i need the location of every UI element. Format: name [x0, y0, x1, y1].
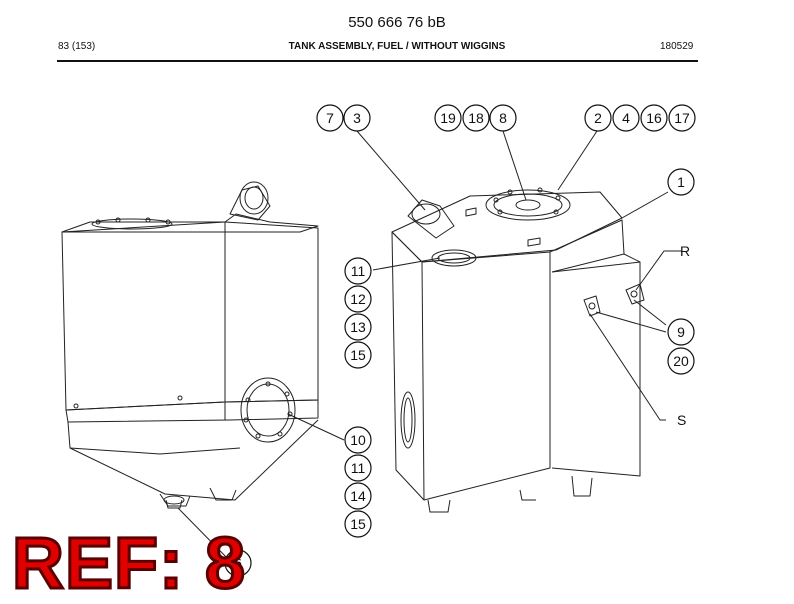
ref-stamp: REF: 8: [10, 524, 247, 604]
callout-12-label: 12: [350, 291, 366, 307]
callout-17-label: 17: [674, 110, 690, 126]
callout-19: [434, 104, 462, 132]
callout-8: [489, 104, 517, 132]
callout-11-lower-label: 11: [351, 460, 366, 476]
callout-3-label: 3: [353, 110, 361, 126]
callout-1-label: 1: [677, 174, 685, 190]
callout-17: [668, 104, 696, 132]
callout-3: [343, 104, 371, 132]
callout-19-label: 19: [440, 110, 456, 126]
callout-4: [612, 104, 640, 132]
callout-10-label: 10: [350, 432, 366, 448]
date-code: 180529: [660, 41, 694, 52]
right-tank-drawing: [391, 187, 645, 513]
leader-lines: [177, 130, 682, 564]
letter-r-label: R: [680, 243, 690, 259]
callout-4-label: 4: [622, 110, 630, 126]
page-number: 83 (153): [58, 41, 96, 52]
callout-13: [344, 313, 372, 341]
callout-14-label: 14: [350, 488, 366, 504]
callout-7: [316, 104, 344, 132]
callout-6: [224, 549, 252, 577]
callout-13-label: 13: [350, 319, 366, 335]
document-number: 550 666 76 bB: [348, 14, 446, 31]
callout-20-label: 20: [673, 353, 689, 369]
callout-9-label: 9: [677, 324, 685, 340]
callout-11-upper: [344, 257, 372, 285]
left-tank-drawing: [61, 181, 319, 509]
callout-9: [667, 318, 695, 346]
callout-15-upper: [344, 341, 372, 369]
callout-12: [344, 285, 372, 313]
callout-2-label: 2: [594, 110, 602, 126]
callout-20: [667, 347, 695, 375]
callout-7-label: 7: [326, 110, 334, 126]
callout-16-label: 16: [646, 110, 662, 126]
callout-15-lower-label: 15: [350, 516, 366, 532]
header-divider: [57, 60, 698, 62]
callout-11-upper-label: 11: [351, 263, 366, 279]
callout-16: [640, 104, 668, 132]
page-title: TANK ASSEMBLY, FUEL / WITHOUT WIGGINS: [288, 41, 506, 52]
callout-15-upper-label: 15: [350, 347, 366, 363]
callout-11-lower: [344, 454, 372, 482]
callout-15-lower: [344, 510, 372, 538]
letter-s-label: S: [677, 412, 686, 428]
callout-8-label: 8: [499, 110, 507, 126]
callout-14: [344, 482, 372, 510]
callout-2: [584, 104, 612, 132]
callout-18: [462, 104, 490, 132]
callout-10: [344, 426, 372, 454]
callout-1: [667, 168, 695, 196]
callout-18-label: 18: [468, 110, 484, 126]
callout-6-label: 6: [234, 555, 242, 571]
